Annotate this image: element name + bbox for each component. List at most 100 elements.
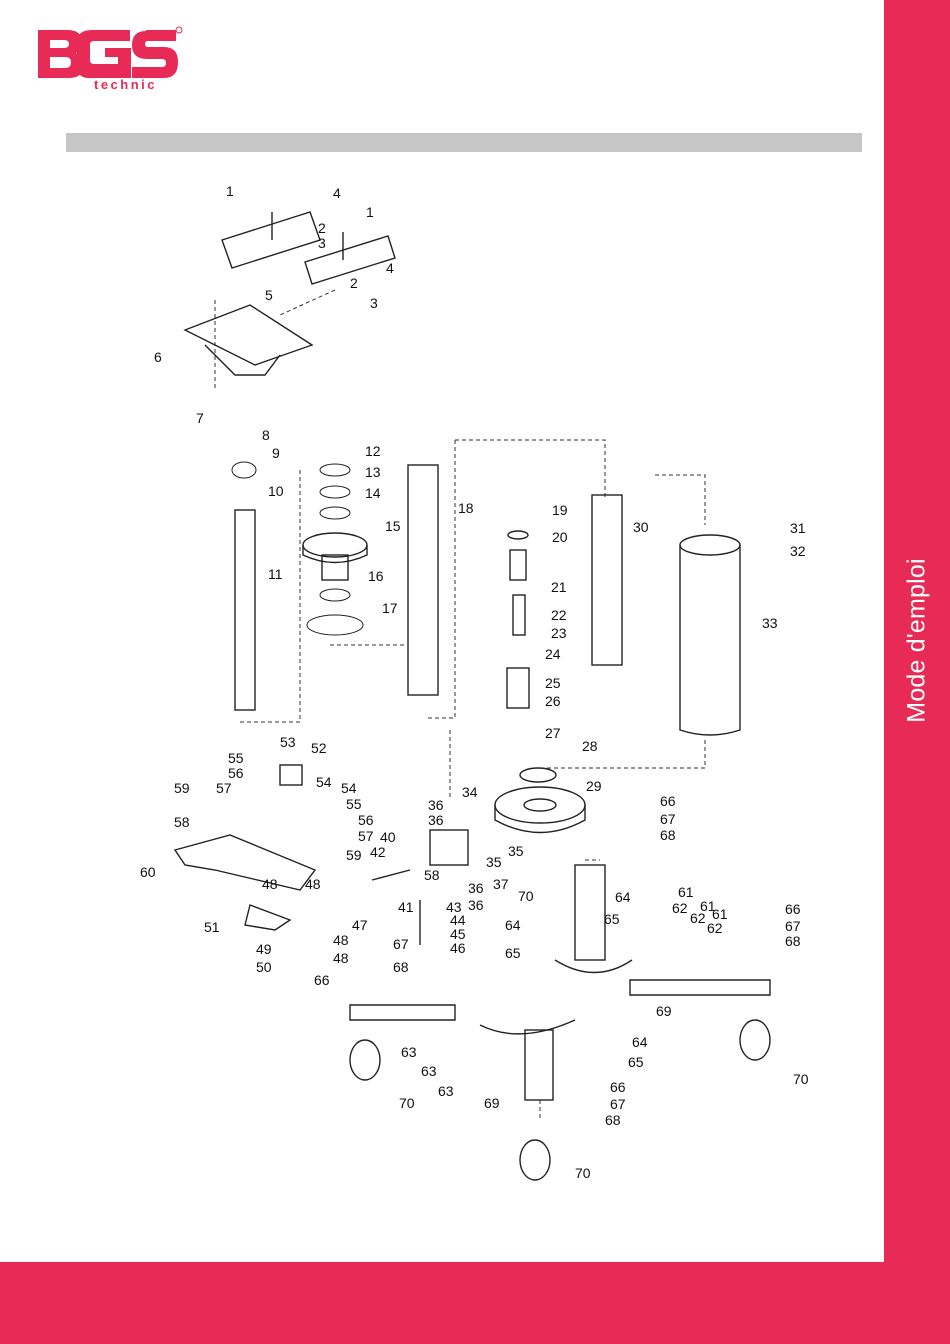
label-part-43: 43 (446, 899, 462, 915)
side-band (884, 0, 950, 1262)
label-part-69: 69 (656, 1003, 672, 1019)
label-part-54: 54 (316, 774, 332, 790)
label-part-41: 41 (398, 899, 414, 915)
label-part-51: 51 (204, 919, 220, 935)
label-part-40: 40 (380, 829, 396, 845)
label-part-62c: 62 (707, 920, 723, 936)
label-part-31: 31 (790, 520, 806, 536)
label-part-68b: 68 (785, 933, 801, 949)
exploded-parts-diagram: 1 1 2 2 3 3 4 4 5 6 7 8 9 10 11 12 13 14… (140, 183, 809, 1181)
label-part-56: 56 (228, 765, 244, 781)
label-part-2b: 2 (350, 275, 358, 291)
label-part-66b: 66 (785, 901, 801, 917)
label-part-1: 1 (226, 183, 234, 199)
label-part-65b: 65 (505, 945, 521, 961)
label-part-24: 24 (545, 646, 561, 662)
label-part-66c: 66 (314, 972, 330, 988)
label-part-63: 63 (401, 1044, 417, 1060)
label-part-67b: 67 (785, 918, 801, 934)
label-part-54b: 54 (341, 780, 357, 796)
label-part-16: 16 (368, 568, 384, 584)
label-part-64b: 64 (505, 917, 521, 933)
label-part-35b: 35 (508, 843, 524, 859)
label-part-29: 29 (586, 778, 602, 794)
label-part-48c: 48 (333, 932, 349, 948)
label-part-18: 18 (458, 500, 474, 516)
label-part-12: 12 (365, 443, 381, 459)
label-part-67: 67 (660, 811, 676, 827)
label-part-19: 19 (552, 502, 568, 518)
label-part-36: 36 (428, 797, 444, 813)
label-part-2: 2 (318, 220, 326, 236)
label-part-61: 61 (678, 884, 694, 900)
label-part-34: 34 (462, 784, 478, 800)
label-part-70b: 70 (399, 1095, 415, 1111)
label-part-58: 58 (174, 814, 190, 830)
label-part-61c: 61 (712, 906, 728, 922)
label-part-56b: 56 (358, 812, 374, 828)
label-part-6: 6 (154, 349, 162, 365)
label-part-37: 37 (493, 876, 509, 892)
label-part-32: 32 (790, 543, 806, 559)
label-part-62: 62 (672, 900, 688, 916)
label-part-50: 50 (256, 959, 272, 975)
label-part-11: 11 (268, 566, 283, 582)
label-part-8: 8 (262, 427, 270, 443)
label-part-70: 70 (518, 888, 534, 904)
label-part-9: 9 (272, 445, 280, 461)
label-part-14: 14 (365, 485, 381, 501)
label-part-1b: 1 (366, 204, 374, 220)
label-part-59b: 59 (346, 847, 362, 863)
label-part-64: 64 (615, 889, 631, 905)
label-part-17: 17 (382, 600, 398, 616)
label-part-48d: 48 (333, 950, 349, 966)
label-part-46: 46 (450, 940, 466, 956)
label-part-3b: 3 (370, 295, 378, 311)
label-part-55: 55 (228, 750, 244, 766)
label-part-3: 3 (318, 235, 326, 251)
label-part-59: 59 (174, 780, 190, 796)
label-part-36b: 36 (428, 812, 444, 828)
label-part-13: 13 (365, 464, 381, 480)
label-part-53: 53 (280, 734, 296, 750)
label-part-47: 47 (352, 917, 368, 933)
label-part-65: 65 (604, 911, 620, 927)
label-part-36c: 36 (468, 880, 484, 896)
label-part-28: 28 (582, 738, 598, 754)
label-part-66: 66 (660, 793, 676, 809)
label-part-33: 33 (762, 615, 778, 631)
label-part-21: 21 (551, 579, 567, 595)
label-part-42: 42 (370, 844, 386, 860)
label-part-63c: 63 (438, 1083, 454, 1099)
label-part-68d: 68 (605, 1112, 621, 1128)
label-part-60: 60 (140, 864, 156, 880)
label-part-5: 5 (265, 287, 273, 303)
label-part-4: 4 (333, 185, 341, 201)
label-part-49: 49 (256, 941, 272, 957)
label-part-55b: 55 (346, 796, 362, 812)
label-part-64c: 64 (632, 1034, 648, 1050)
label-part-63b: 63 (421, 1063, 437, 1079)
label-part-70d: 70 (575, 1165, 591, 1181)
label-part-23: 23 (551, 625, 567, 641)
label-part-57: 57 (216, 780, 232, 796)
label-part-69b: 69 (484, 1095, 500, 1111)
label-part-66d: 66 (610, 1079, 626, 1095)
brand-logo (34, 26, 184, 96)
label-part-27: 27 (545, 725, 561, 741)
bottom-band (0, 1262, 950, 1344)
label-part-44: 44 (450, 912, 466, 928)
label-part-45: 45 (450, 926, 466, 942)
label-part-10: 10 (268, 483, 284, 499)
label-part-26: 26 (545, 693, 561, 709)
label-part-25: 25 (545, 675, 561, 691)
brand-subtitle: technic (94, 77, 158, 92)
label-part-7: 7 (196, 410, 204, 426)
label-part-4b: 4 (386, 260, 394, 276)
label-part-36d: 36 (468, 897, 484, 913)
label-part-61b: 61 (700, 898, 716, 914)
label-part-48: 48 (262, 876, 278, 892)
label-part-67c: 67 (393, 936, 409, 952)
label-part-57b: 57 (358, 828, 374, 844)
label-part-30: 30 (633, 519, 649, 535)
